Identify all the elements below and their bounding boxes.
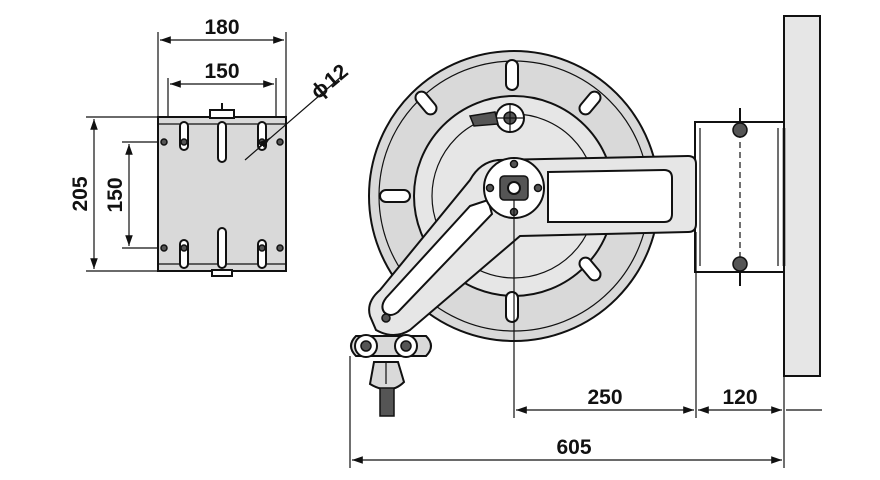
dimension-120-label: 120 xyxy=(722,386,757,409)
dimension-150v-label: 150 xyxy=(104,177,127,212)
dimension-diameter-12: ϕ12 xyxy=(244,60,353,161)
dimension-250: 250 xyxy=(513,200,697,418)
hose-guide-rollers xyxy=(350,313,432,417)
wall-bolt-top xyxy=(732,122,748,138)
wall-bolt-bottom xyxy=(732,256,748,272)
wall-bracket-side xyxy=(694,108,786,286)
bracket-top-nut xyxy=(209,109,235,119)
hose-inlet xyxy=(468,103,525,133)
dimension-180: 180 xyxy=(157,16,287,117)
dimension-180-label: 180 xyxy=(204,16,239,39)
dimension-250-label: 250 xyxy=(587,386,622,409)
dimension-205: 205 xyxy=(69,116,158,272)
svg-text:ϕ12: ϕ12 xyxy=(306,60,352,104)
dimension-120: 120 xyxy=(698,376,822,468)
dimension-150-horizontal: 150 xyxy=(167,60,277,117)
hose-stopper xyxy=(368,361,406,391)
mounting-bracket-front-view xyxy=(157,103,287,277)
hose xyxy=(379,387,395,417)
arm-cutout-diagonal xyxy=(381,198,494,316)
dimension-605: 605 xyxy=(349,356,782,468)
bracket-bottom-nut xyxy=(211,269,233,277)
dimension-150h-label: 150 xyxy=(204,60,239,83)
arm-cutout-main xyxy=(547,168,673,223)
dimension-150-vertical: 150 xyxy=(104,141,158,249)
dimension-205-label: 205 xyxy=(69,176,92,211)
dimension-605-label: 605 xyxy=(556,436,591,459)
wall xyxy=(783,15,821,377)
bracket-slots-bottom xyxy=(179,227,267,269)
